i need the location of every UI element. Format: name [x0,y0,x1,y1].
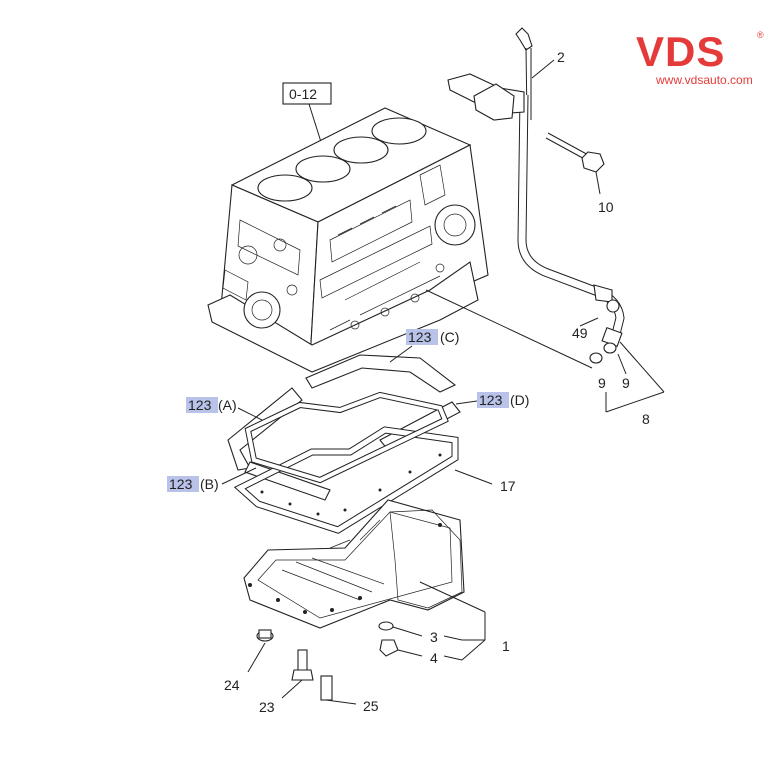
callout-123c-highlight [406,329,438,345]
callout-123a-number: 123 [188,397,212,413]
callout-9b: 9 [622,375,630,391]
callout-123d-number: 123 [479,392,503,408]
callout-123b-suffix: (B) [200,476,219,492]
callout-49: 49 [572,325,588,341]
callout-123a-highlight [186,397,218,413]
fasteners [247,621,463,705]
callout-123d-highlight [477,392,509,408]
callout-8: 8 [642,411,650,427]
gaskets [227,354,493,534]
callout-2: 2 [557,49,565,65]
logo-registered: ® [757,30,764,40]
callout-9a: 9 [598,375,606,391]
block-ref-label: 0-12 [289,86,317,102]
logo-brand: VDS [636,28,725,75]
callout-123a-suffix: (A) [218,397,237,413]
callout-25: 25 [363,698,379,714]
callout-10: 10 [598,199,614,215]
callout-123b-highlight [167,476,199,492]
dipstick-assembly [425,27,665,413]
callout-4: 4 [430,650,438,666]
callout-123d-suffix: (D) [510,392,529,408]
block-ref-box [282,82,332,105]
callout-1: 1 [502,638,510,654]
callout-123c-number: 123 [408,329,432,345]
engine-block: 0-12 [207,82,489,373]
callout-17: 17 [500,478,516,494]
callout-24: 24 [224,677,240,693]
callout-labels: 2 10 49 9 9 8 17 3 4 1 24 23 25 123 (C) … [167,49,650,715]
callout-3: 3 [430,629,438,645]
oil-pan [243,499,486,661]
logo-url: www.vdsauto.com [655,73,753,87]
callout-23: 23 [259,699,275,715]
vds-logo: VDS ® www.vdsauto.com [636,28,764,87]
callout-123c-suffix: (C) [440,329,459,345]
callout-123b-number: 123 [169,476,193,492]
